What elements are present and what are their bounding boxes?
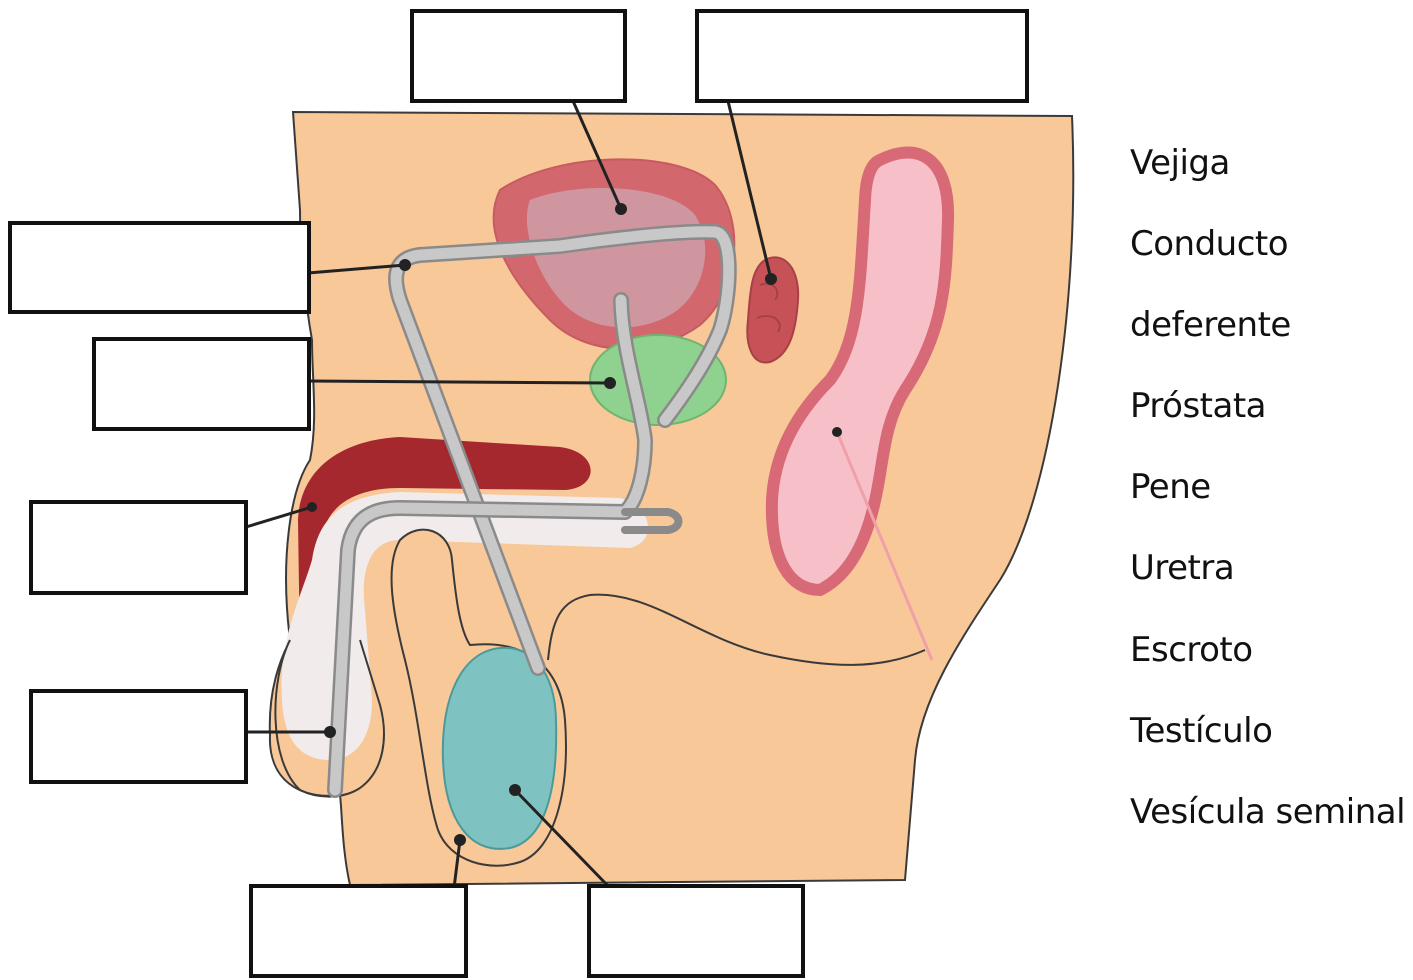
- label-box-prostate[interactable]: [92, 337, 311, 431]
- word-bank-item: Testículo: [1130, 711, 1272, 751]
- word-bank-item: Vejiga: [1130, 143, 1230, 183]
- word-bank-item: Escroto: [1130, 630, 1253, 670]
- label-box-urethra[interactable]: [29, 689, 248, 784]
- label-box-testicle[interactable]: [587, 884, 805, 978]
- label-box-seminal-vesicle[interactable]: [695, 9, 1029, 103]
- label-box-vas-deferens[interactable]: [8, 221, 311, 314]
- word-bank-item: Vesícula seminal: [1130, 792, 1405, 832]
- word-bank-item: Próstata: [1130, 386, 1266, 426]
- rectum-point: [832, 427, 842, 437]
- label-box-penis[interactable]: [29, 500, 248, 595]
- word-bank-item: Pene: [1130, 467, 1211, 507]
- word-bank-item: Uretra: [1130, 548, 1234, 588]
- word-bank-item: Conducto: [1130, 224, 1288, 264]
- word-bank-item: deferente: [1130, 305, 1291, 345]
- label-box-scrotum[interactable]: [249, 884, 468, 978]
- label-box-bladder[interactable]: [410, 9, 627, 103]
- testicle: [443, 648, 556, 849]
